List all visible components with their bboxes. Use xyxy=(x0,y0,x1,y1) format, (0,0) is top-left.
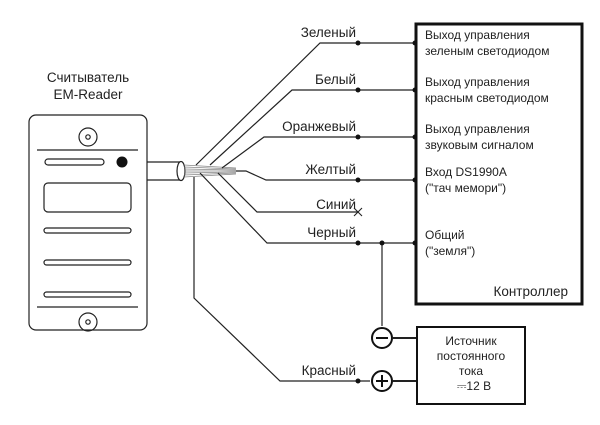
power-supply-line: Источник xyxy=(445,334,497,348)
controller-title: Контроллер xyxy=(493,284,568,299)
grille-slot xyxy=(43,291,132,298)
junction-dot xyxy=(355,87,361,93)
power-supply-box xyxy=(416,326,526,405)
wire-label-yellow: Желтый xyxy=(305,162,356,177)
wire-blue xyxy=(217,172,358,213)
wire-green xyxy=(195,42,415,166)
wire-yellow xyxy=(236,170,415,181)
wire-label-white: Белый xyxy=(315,72,356,87)
port-label: звуковым сигналом xyxy=(425,138,534,152)
bottom-screw-icon xyxy=(78,312,98,332)
wire-red xyxy=(193,177,370,382)
port-label: зеленым светодиодом xyxy=(425,44,549,58)
wire-label-black: Черный xyxy=(307,225,356,240)
power-supply-line: тока xyxy=(459,364,484,378)
wire-label-blue: Синий xyxy=(316,197,356,212)
top-screw-icon xyxy=(78,127,98,147)
wires xyxy=(193,42,417,382)
power-supply-voltage: ⎓12 В xyxy=(457,379,491,393)
port-label: Общий xyxy=(425,228,465,242)
port-label: красным светодиодом xyxy=(425,91,549,105)
grille-slot xyxy=(43,227,132,234)
card-slot xyxy=(44,158,105,166)
port-label: Выход управления xyxy=(425,75,530,89)
not-connected-icon xyxy=(353,207,363,217)
port-label: ("тач мемори") xyxy=(425,181,506,195)
reader-title-line1: Считыватель xyxy=(47,70,129,85)
reader-body xyxy=(28,114,148,331)
reader-title-line2: EM-Reader xyxy=(53,87,123,102)
port-label: ("земля") xyxy=(425,244,475,258)
reader-window xyxy=(43,182,132,213)
power-supply-label: Источник постоянного тока ⎓12 В xyxy=(437,334,506,393)
wire-label-red: Красный xyxy=(302,363,356,378)
wire-black xyxy=(199,172,415,244)
junction-dot xyxy=(355,378,361,384)
port-label: Выход управления xyxy=(425,122,530,136)
port-label: Выход управления xyxy=(425,28,530,42)
led-indicator-icon xyxy=(116,156,128,168)
minus-terminal-icon xyxy=(371,327,393,349)
cable-strands xyxy=(183,164,237,178)
wire-white xyxy=(209,89,415,166)
junction-dot xyxy=(355,240,361,246)
junction-dot xyxy=(355,40,361,46)
controller-ports: Выход управления зеленым светодиодом Вых… xyxy=(425,28,549,258)
cable xyxy=(147,160,237,182)
junction-dot xyxy=(379,240,385,246)
wire-orange xyxy=(221,136,415,169)
reader-device xyxy=(28,114,148,332)
junction-dot xyxy=(355,134,361,140)
controller-box xyxy=(414,22,584,306)
junction-dot xyxy=(355,177,361,183)
grille-slot xyxy=(43,259,132,266)
plus-terminal-icon xyxy=(371,370,393,392)
wire-label-orange: Оранжевый xyxy=(282,119,356,134)
power-supply-line: постоянного xyxy=(437,349,506,363)
wire-label-green: Зеленый xyxy=(301,25,356,40)
port-label: Вход DS1990A xyxy=(425,165,507,179)
